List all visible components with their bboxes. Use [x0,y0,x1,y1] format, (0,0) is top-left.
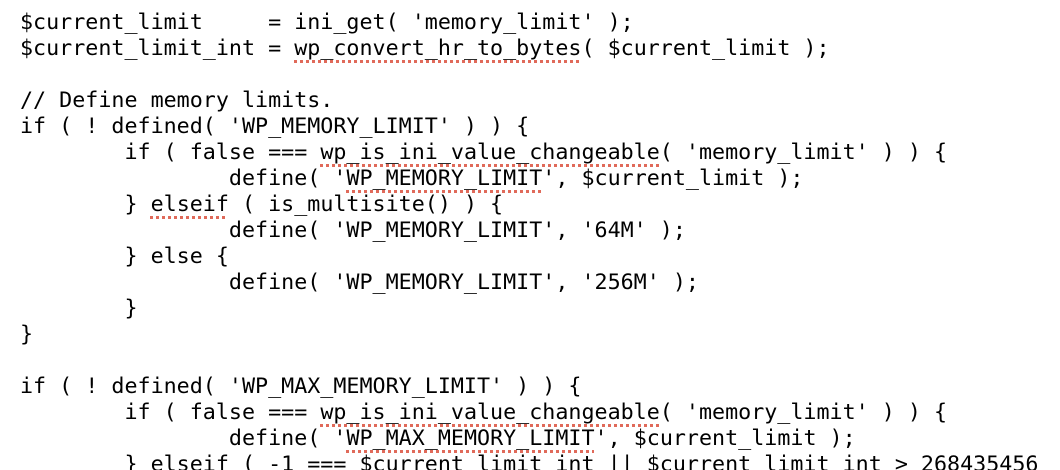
code-line[interactable]: } [20,322,1038,348]
code-line[interactable]: } elseif ( -1 === $current_limit_int || … [20,452,1038,470]
code-line[interactable]: // Define memory limits. [20,88,1038,114]
code-text: if ( ! defined( 'WP_MEMORY_LIMIT' ) ) { [20,114,530,139]
code-line[interactable]: define( 'WP_MEMORY_LIMIT', $current_limi… [20,166,1038,192]
code-line[interactable]: } else { [20,244,1038,270]
code-text: } else { [20,244,229,269]
spellcheck-flagged-word: wp_convert_hr_to_bytes [294,36,582,61]
code-text: } [20,296,138,321]
spellcheck-flagged-word: WP_MEMORY_LIMIT [346,166,543,191]
code-text: ( is_multisite() ) { [228,192,504,217]
code-text: ( 'memory_limit' ) ) { [659,140,948,165]
spellcheck-flagged-word: WP_MAX_MEMORY_LIMIT [346,426,595,451]
code-text: } [20,322,34,347]
code-text: ( $current_limit ); [581,36,830,61]
code-line[interactable]: ​ [20,62,1038,88]
code-text: define( 'WP_MEMORY_LIMIT', '64M' ); [20,218,686,243]
code-line[interactable]: define( 'WP_MEMORY_LIMIT', '256M' ); [20,270,1038,296]
code-text: define( ' [20,166,347,191]
code-line[interactable]: ​ [20,348,1038,374]
code-line[interactable]: if ( false === wp_is_ini_value_changeabl… [20,400,1038,426]
code-line[interactable]: define( 'WP_MAX_MEMORY_LIMIT', $current_… [20,426,1038,452]
code-text: define( ' [20,426,347,451]
code-line[interactable]: if ( ! defined( 'WP_MAX_MEMORY_LIMIT' ) … [20,374,1038,400]
code-text: ', $current_limit ); [594,426,856,451]
code-line[interactable]: if ( ! defined( 'WP_MEMORY_LIMIT' ) ) { [20,114,1038,140]
spellcheck-flagged-word: wp_is_ini_value_changeable [320,400,660,425]
spellcheck-flagged-word: elseif [150,192,229,217]
code-text: $current_limit_int = [20,36,295,61]
code-text: $current_limit = ini_get( 'memory_limit'… [20,10,634,35]
code-content[interactable]: $current_limit = ini_get( 'memory_limit'… [20,10,1038,470]
code-text: define( 'WP_MEMORY_LIMIT', '256M' ); [20,270,699,295]
code-text: ( 'memory_limit' ) ) { [659,400,948,425]
code-text: ', $current_limit ); [542,166,804,191]
code-line[interactable]: define( 'WP_MEMORY_LIMIT', '64M' ); [20,218,1038,244]
code-text: if ( false === [20,400,321,425]
code-line[interactable]: } [20,296,1038,322]
code-line[interactable]: $current_limit = ini_get( 'memory_limit'… [20,10,1038,36]
code-text: if ( false === [20,140,321,165]
code-line[interactable]: $current_limit_int = wp_convert_hr_to_by… [20,36,1038,62]
code-line[interactable]: if ( false === wp_is_ini_value_changeabl… [20,140,1038,166]
code-text: } [20,192,151,217]
code-line[interactable]: } elseif ( is_multisite() ) { [20,192,1038,218]
code-text: } elseif ( -1 === $current_limit_int || … [20,452,1039,470]
spellcheck-flagged-word: wp_is_ini_value_changeable [320,140,660,165]
code-text: if ( ! defined( 'WP_MAX_MEMORY_LIMIT' ) … [20,374,582,399]
code-text: // Define memory limits. [20,88,334,113]
